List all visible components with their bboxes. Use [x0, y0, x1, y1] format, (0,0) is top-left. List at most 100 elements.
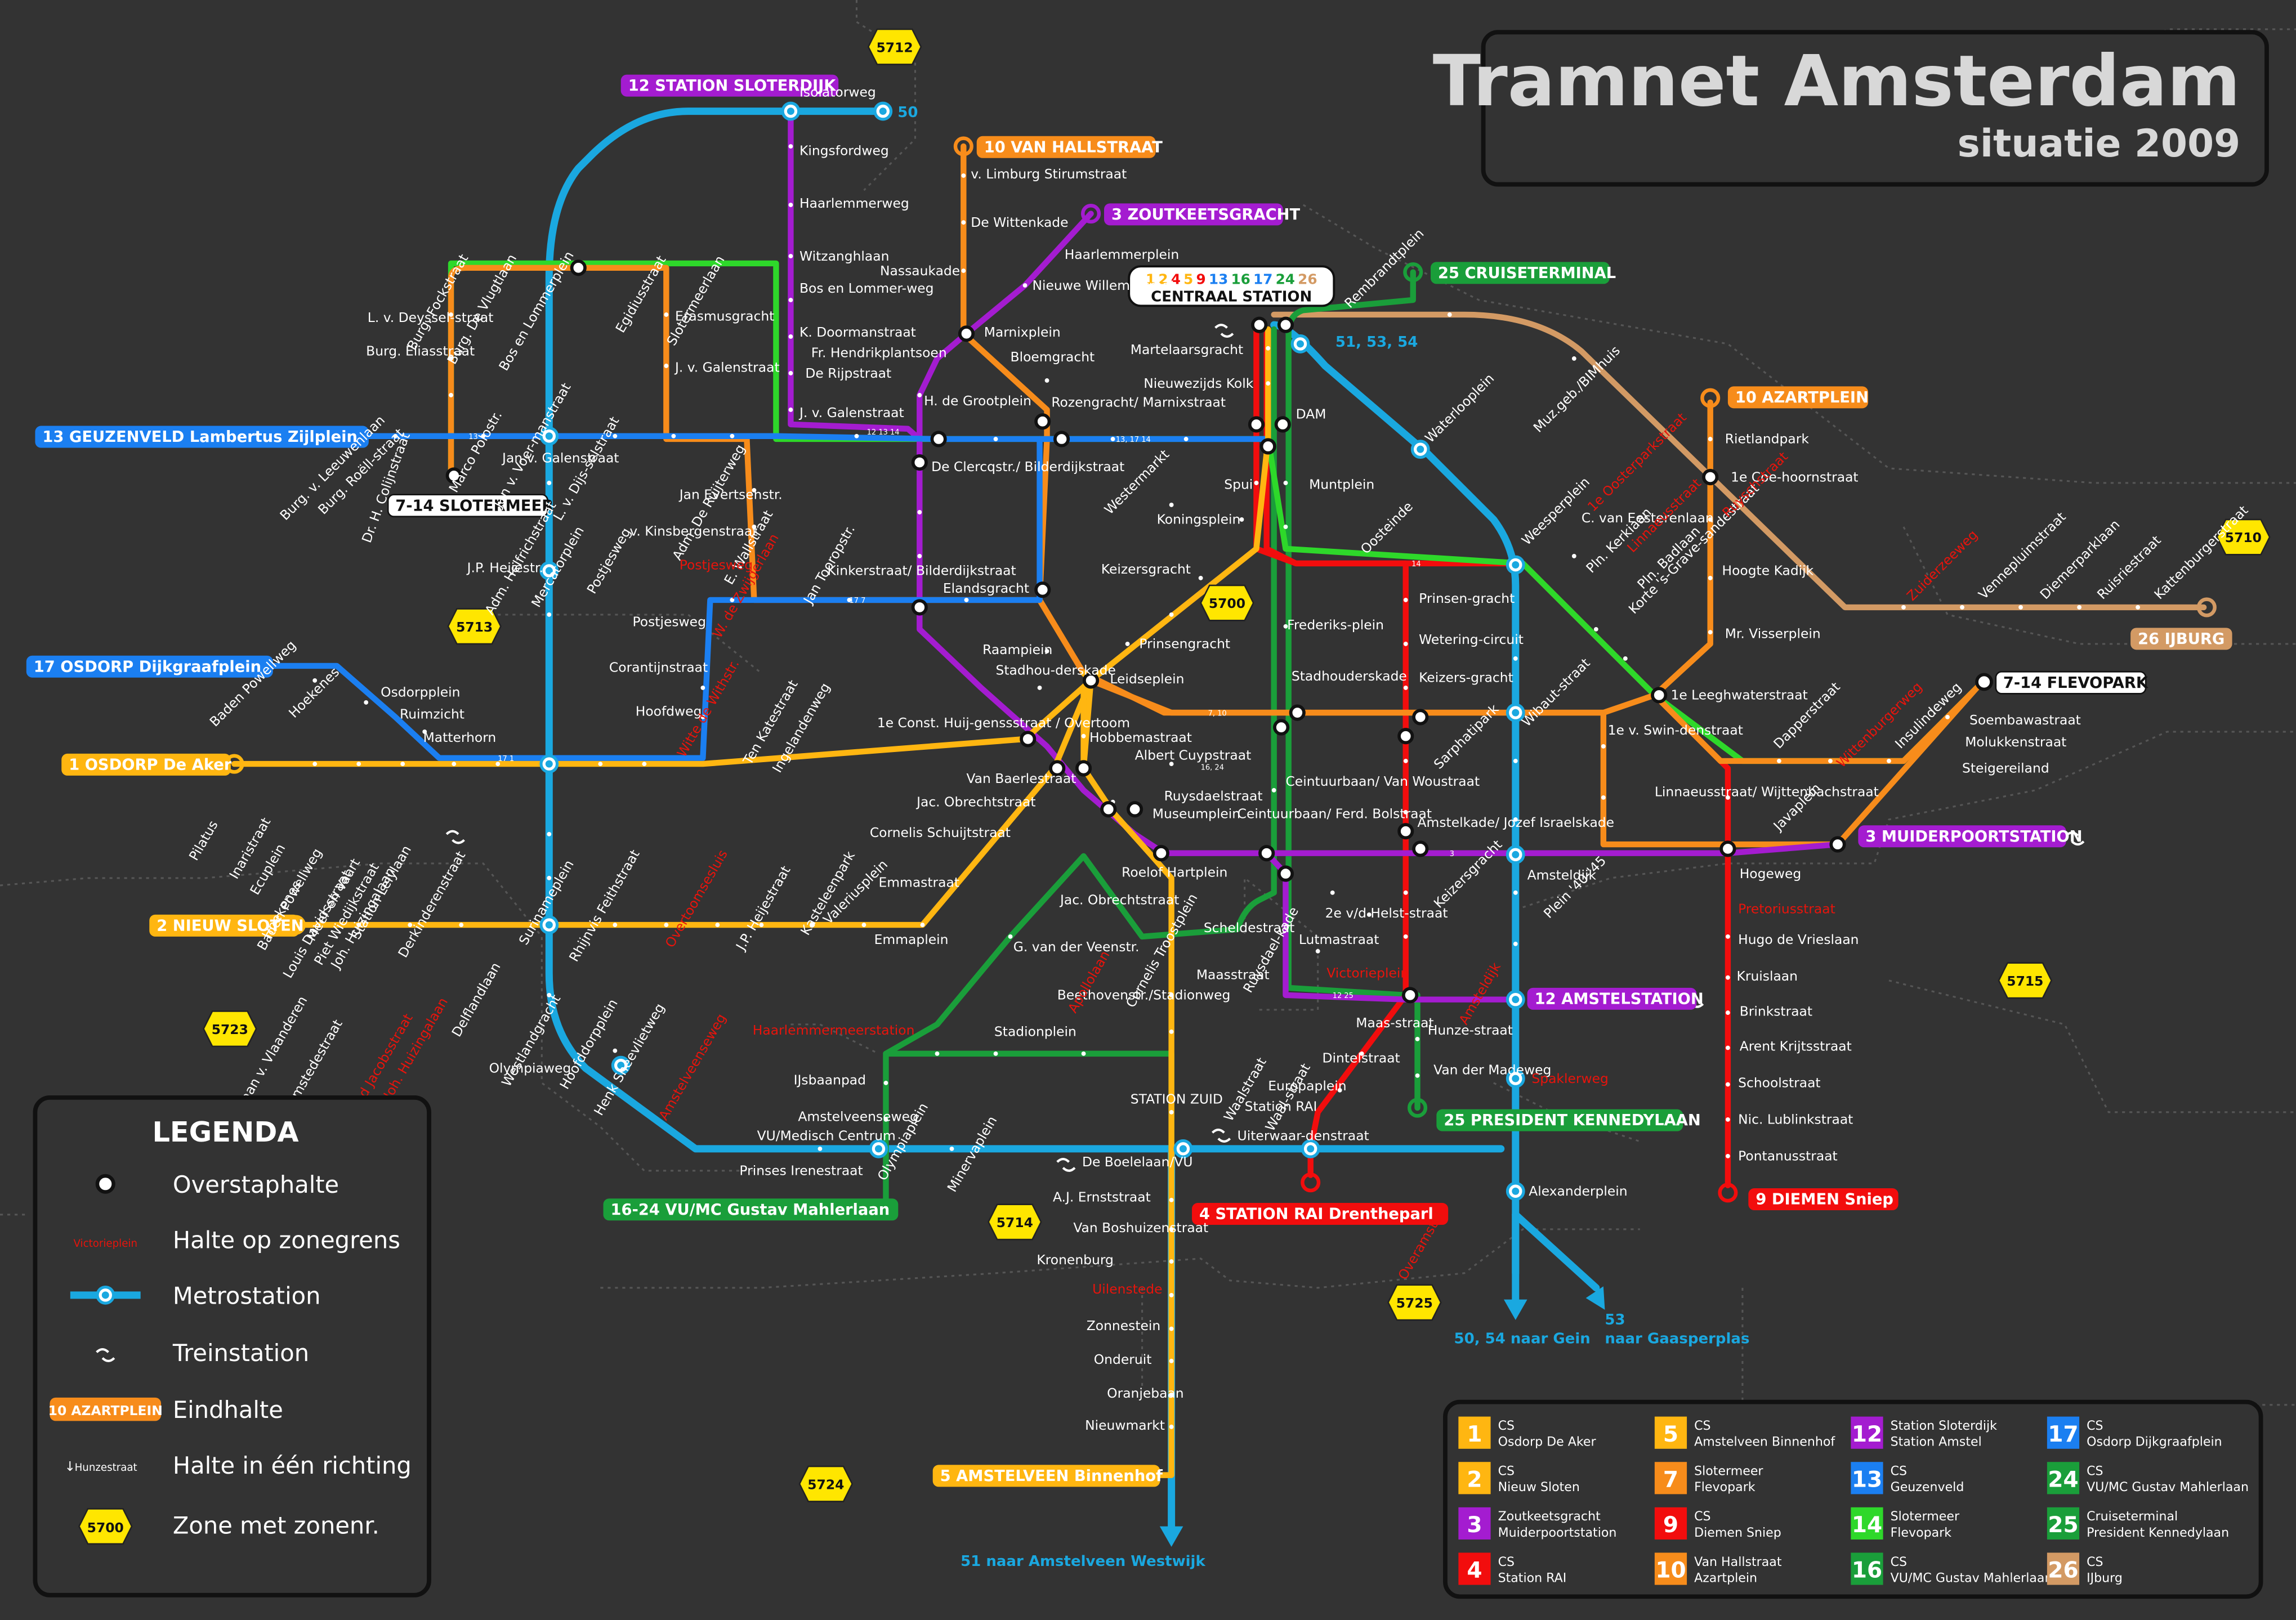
station-label: Stadhouderskade — [1292, 668, 1407, 684]
zone-hexagon: 5723 — [203, 1010, 257, 1048]
station-label: Rozengracht/ Marnixstraat — [1051, 395, 1226, 410]
terminal-name: 1 OSDORP De Aker — [69, 757, 232, 774]
legend-transfer-icon — [95, 1174, 115, 1194]
zone-number: 5723 — [212, 1022, 248, 1037]
station-label: Hogeweg — [1740, 866, 1802, 881]
station-label-zone-boundary: Postjesweg — [680, 557, 753, 572]
station-label: Prinsen-gracht — [1419, 590, 1515, 606]
metro-station-icon — [781, 101, 801, 121]
terminal-name: 7-14 SLOTERMEER — [395, 497, 553, 514]
metro-station-icon — [539, 915, 559, 934]
line-from: Slotermeer — [1694, 1464, 1763, 1479]
metro-station-icon — [1410, 440, 1430, 459]
station-label: Erasmusgracht — [675, 308, 774, 324]
station-label: Kinkerstraat/ Bilderdijkstraat — [827, 563, 1016, 579]
line-to: Flevopark — [1694, 1480, 1755, 1494]
terminal-name: 12 AMSTELSTATION — [1535, 990, 1704, 1008]
station-label: De Wittenkade — [971, 214, 1068, 230]
terminal-label-t4: 4 STATION RAI Drentheparl — [1192, 1203, 1449, 1225]
station-label: Hobbemastraat — [1089, 730, 1192, 745]
station-label: IJsbaanpad — [794, 1072, 866, 1088]
metro-station-icon — [873, 101, 893, 121]
station-label: 1e Const. Huij-genssstraat / Overtoom — [877, 715, 1130, 731]
station-label: Van Baerlestraat — [967, 771, 1076, 786]
terminal-label-t714: 7-14 FLEVOPARK — [1995, 671, 2148, 695]
zone-hexagon: 5710 — [2216, 518, 2271, 556]
zone-number: 5725 — [1396, 1295, 1433, 1311]
svg-text:13, 17 14: 13, 17 14 — [1116, 436, 1151, 444]
zone-hexagon: 5700 — [1200, 584, 1254, 621]
station-label: Cornelis Schuijtstraat — [870, 825, 1011, 840]
station-label-zone-boundary: Pretoriusstraat — [1738, 901, 1835, 916]
zone-hexagon: 5724 — [798, 1465, 854, 1502]
zone-number: 5710 — [2225, 530, 2262, 545]
station-label: Ruysdaelstraat — [1164, 788, 1263, 804]
station-label: A.J. Ernststraat — [1053, 1189, 1151, 1205]
line-number: 2 — [1467, 1467, 1482, 1492]
line-to: Osdorp Dijkgraafplein — [2087, 1435, 2222, 1449]
line-to: Geuzenveld — [1891, 1480, 1964, 1494]
line-to: President Kennedylaan — [2087, 1525, 2229, 1540]
terminal-label-t1: 1 OSDORP De Aker — [61, 753, 232, 776]
metro-text: 50 51, 53, 54 50, 54 naar Gein 53 naar G… — [897, 104, 1749, 1570]
svg-text:12 25: 12 25 — [1333, 992, 1354, 1000]
station-label-zone-boundary: Haarlemmermeerstation — [753, 1022, 915, 1038]
station-label: Elandsgracht — [943, 580, 1029, 596]
station-label: Van Boshuizenstraat — [1073, 1220, 1208, 1236]
station-label: Postjesweg — [633, 614, 706, 630]
terminal-label-t714s: 7-14 SLOTERMEER — [387, 494, 553, 518]
line-number: 16 — [1852, 1558, 1882, 1583]
legend-zoneborder-sample: Victorieplein — [74, 1238, 137, 1250]
terminal-name: 7-14 FLEVOPARK — [2003, 674, 2148, 692]
zone-hexagon: 5715 — [1998, 962, 2053, 999]
terminal-label-t13: 13 GEUZENVELD Lambertus Zijlplein — [35, 426, 369, 448]
line-12-south — [1263, 850, 1518, 1003]
line-number: 12 — [1852, 1422, 1882, 1447]
station-label: Soembawastraat — [1969, 712, 2081, 728]
station-label: Rietlandpark — [1725, 431, 1810, 447]
station-label: Ruimzicht — [400, 706, 464, 722]
arrow-gein-icon — [1503, 1299, 1527, 1321]
svg-text:7, 10: 7, 10 — [1208, 709, 1227, 718]
station-label: Dintelstraat — [1322, 1050, 1400, 1066]
terminal-label-t2: 2 NIEUW SLOTEN — [149, 914, 304, 937]
station-label: Corantijnstraat — [609, 659, 708, 675]
terminal-label-t17: 17 OSDORP Dijkgraafplein — [26, 655, 273, 678]
zone-number: 5713 — [456, 619, 493, 635]
terminal-label-t12: 12 STATION SLOTERDIJK — [620, 74, 839, 97]
station-label: Jan Evertsenstr. — [678, 487, 783, 503]
station-label: Koningsplein — [1157, 512, 1241, 527]
metro-station-icon — [539, 754, 559, 774]
line-12 — [788, 108, 923, 442]
station-label: Molukkenstraat — [1965, 734, 2066, 750]
station-label: Hoogte Kadijk — [1722, 563, 1814, 579]
zone-number: 5714 — [997, 1215, 1033, 1230]
station-label: De Clercqstr./ Bilderdijkstraat — [931, 459, 1124, 475]
station-label: Stadhou-derskade — [996, 663, 1116, 678]
station-label: 1e Leeghwaterstraat — [1670, 687, 1807, 703]
station-label: G. van der Veenstr. — [1013, 939, 1140, 955]
station-label: Leidseplein — [1110, 671, 1184, 687]
train-station-icon — [445, 830, 465, 844]
terminal-name: 10 AZARTPLEIN — [1735, 389, 1869, 406]
train-station-icon — [1056, 1157, 1076, 1172]
station-label: Haarlemmerweg — [799, 195, 909, 211]
station-label: Osdorpplein — [381, 684, 460, 700]
terminal-label-t26: 26 IJBURG — [2130, 628, 2232, 650]
centraal-station-name: CENTRAAL STATION — [1151, 289, 1312, 306]
line-from: Zoutkeetsgracht — [1498, 1509, 1601, 1524]
station-label: STATION ZUID — [1131, 1091, 1223, 1107]
line-number: 9 — [1663, 1512, 1678, 1538]
line-from: Slotermeer — [1891, 1509, 1960, 1524]
station-label: Brinkstraat — [1740, 1003, 1812, 1019]
legend-zone-label: Zone met zonenr. — [173, 1512, 379, 1540]
legend-zone-icon — [78, 1508, 133, 1545]
